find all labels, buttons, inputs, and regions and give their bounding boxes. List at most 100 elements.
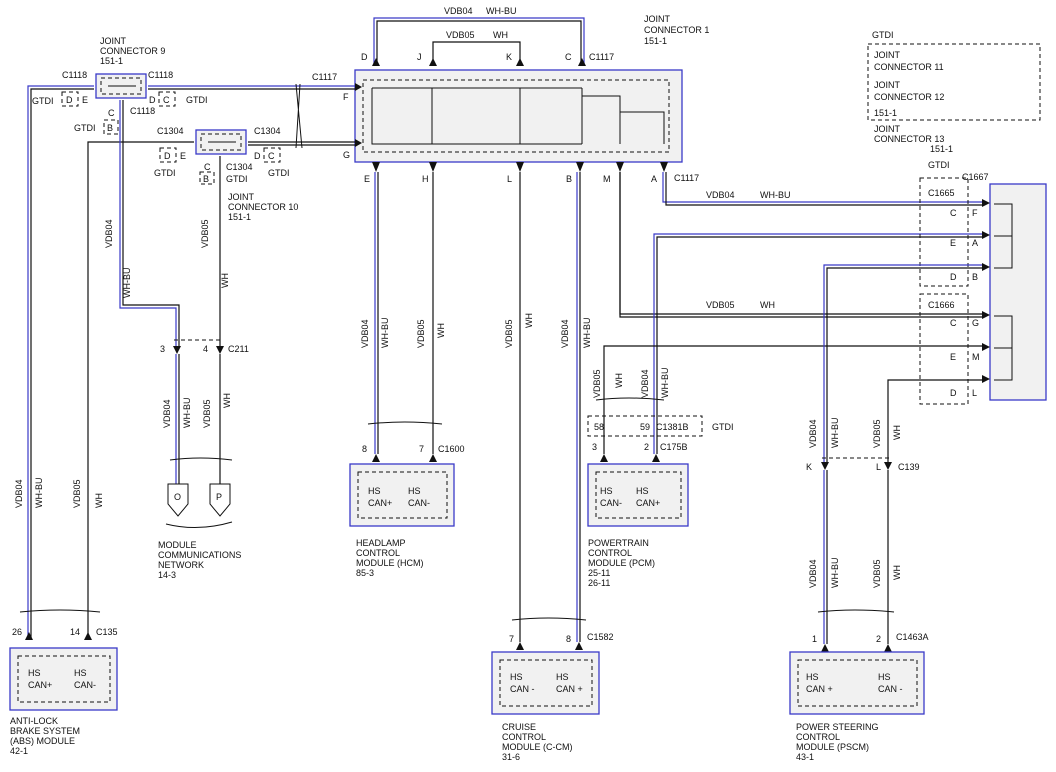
jc1-number: 151-1	[644, 36, 667, 46]
hcm-hs-1: HS	[368, 486, 381, 496]
pcm-wire-vdb04: VDB04	[640, 369, 650, 398]
mcn-label-4: 14-3	[158, 570, 176, 580]
hcm-wire-whbu: WH-BU	[380, 318, 390, 349]
ccm-label-3: MODULE (C-CM)	[502, 742, 573, 752]
ccm-pin-7: 7	[509, 634, 514, 644]
m-wire-wh: WH	[760, 300, 775, 310]
jc10-pin-d: D	[164, 151, 171, 161]
jc13-title-2: CONNECTOR 13	[874, 134, 944, 144]
jc1-pin-d: D	[361, 52, 368, 62]
ccm-label-4: 31-6	[502, 752, 520, 762]
abs-pin-14: 14	[70, 627, 80, 637]
pcm-connector-2: C175B	[660, 442, 688, 452]
pscm-label-2: CONTROL	[796, 732, 840, 742]
pscm-label-1: POWER STEERING	[796, 722, 879, 732]
jc10-title-1: JOINT	[228, 192, 255, 202]
jc10-gtdi-left: GTDI	[154, 168, 176, 178]
jc9-wire-vdb04: VDB04	[104, 219, 114, 248]
jc1-pin-h: H	[422, 174, 429, 184]
c139-label: C139	[898, 462, 920, 472]
jc10-pin-c: C	[204, 162, 211, 172]
abs-wire-vdb05: VDB05	[72, 479, 82, 508]
jc10-pin-e: E	[180, 151, 186, 161]
c211-wire-wh: WH	[222, 393, 232, 408]
jc9-pin-c-right: C	[163, 95, 170, 105]
ccm-module	[491, 651, 600, 715]
jc1-title-1: JOINT	[644, 14, 671, 24]
jc11-title-2: CONNECTOR 11	[874, 62, 944, 72]
c1665-pin-e: E	[950, 238, 956, 248]
jc10-pin-b: B	[203, 174, 209, 184]
jc1-pin-l: L	[507, 174, 512, 184]
c211-pin-3: 3	[160, 344, 165, 354]
c1665-label: C1665	[928, 188, 955, 198]
mcn-label-2: COMMUNICATIONS	[158, 550, 241, 560]
pscm-wire-vdb04-upper: VDB04	[808, 419, 818, 448]
top-wire-wh: WH	[493, 30, 508, 40]
abs-hs-2: HS	[74, 668, 87, 678]
jc11-title-1: JOINT	[874, 50, 901, 60]
gtdi-top-label: GTDI	[872, 30, 894, 40]
abs-can-1: CAN+	[28, 680, 52, 690]
abs-hs-1: HS	[28, 668, 41, 678]
joint-connector-1	[354, 69, 683, 163]
jc1-pin-m: M	[603, 174, 611, 184]
jc10-title-2: CONNECTOR 10	[228, 202, 298, 212]
pscm-wire-vdb04: VDB04	[808, 559, 818, 588]
hcm-label-3: MODULE (HCM)	[356, 558, 424, 568]
c211-wire-vdb04: VDB04	[162, 399, 172, 428]
pcm-gtdi: GTDI	[712, 422, 734, 432]
abs-wire-whbu: WH-BU	[34, 478, 44, 509]
jc10-conn-bottom: C1304	[226, 162, 253, 172]
pscm-pin-1: 1	[812, 634, 817, 644]
top-wire-vdb05: VDB05	[446, 30, 475, 40]
a-wire-vdb04: VDB04	[706, 190, 735, 200]
pcm-label-1: POWERTRAIN	[588, 538, 649, 548]
jc9-title-1: JOINT	[100, 36, 127, 46]
pscm-hs-1: HS	[806, 672, 819, 682]
c211-label: C211	[228, 344, 249, 354]
jc12-title-2: CONNECTOR 12	[874, 92, 944, 102]
jc1-connector-left: C1117	[312, 72, 337, 82]
jc13-number: 151-1	[930, 144, 953, 154]
jc1-pin-c: C	[565, 52, 572, 62]
pcm-wire-wh: WH	[614, 373, 624, 388]
jc1-pin-g: G	[343, 150, 350, 160]
m-wire-vdb05: VDB05	[706, 300, 735, 310]
pcm-pin-59: 59	[640, 422, 650, 432]
pscm-label-3: MODULE (PSCM)	[796, 742, 869, 752]
ccm-wire-wh: WH	[524, 313, 534, 328]
jc12-title-1: JOINT	[874, 80, 901, 90]
pscm-can-2: CAN -	[878, 684, 903, 694]
jc10-conn-right: C1304	[254, 126, 281, 136]
hcm-can-1: CAN+	[368, 498, 392, 508]
jc9-gtdi-left: GTDI	[32, 96, 54, 106]
pcm-label-3: MODULE (PCM)	[588, 558, 655, 568]
jc1-pin-k: K	[506, 52, 512, 62]
abs-label-1: ANTI-LOCK	[10, 716, 58, 726]
jc1-title-2: CONNECTOR 1	[644, 25, 709, 35]
pcm-pin-3: 3	[592, 442, 597, 452]
c1666-label: C1666	[928, 300, 955, 310]
jc9-pin-e: E	[82, 95, 88, 105]
jc10-gtdi-bottom: GTDI	[226, 174, 248, 184]
jc9-gtdi-right: GTDI	[186, 95, 208, 105]
hcm-pin-7: 7	[419, 444, 424, 454]
c1666-pin-c: C	[950, 318, 957, 328]
c1666-pin-d: D	[950, 388, 957, 398]
jc9-conn-left: C1118	[62, 70, 87, 80]
pcm-label-5: 26-11	[588, 578, 610, 588]
jc13-title-1: JOINT	[874, 124, 901, 134]
c1667-pin-f: F	[972, 208, 978, 218]
pcm-wire-whbu: WH-BU	[660, 368, 670, 399]
jc9-gtdi-bottom: GTDI	[74, 123, 96, 133]
pcm-wire-vdb05: VDB05	[592, 369, 602, 398]
jc1-pin-j: J	[417, 52, 422, 62]
pscm-hs-2: HS	[878, 672, 891, 682]
mcn-label-1: MODULE	[158, 540, 197, 550]
jc9-pin-c: C	[108, 108, 115, 118]
mcn-p: P	[216, 492, 222, 502]
c1667-pin-g: G	[972, 318, 979, 328]
hcm-label-4: 85-3	[356, 568, 374, 578]
